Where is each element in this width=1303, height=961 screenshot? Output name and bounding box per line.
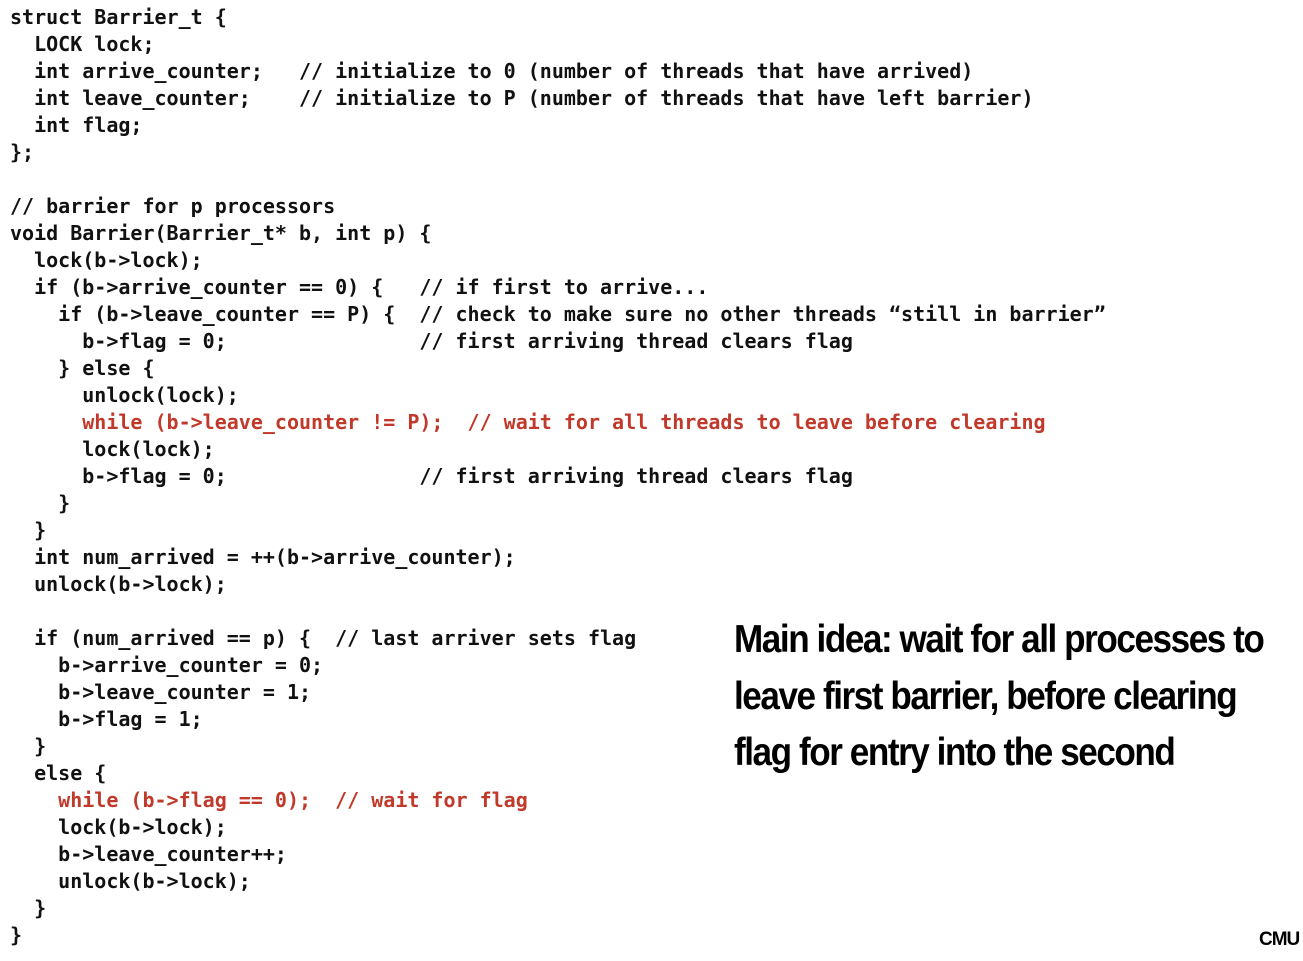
code-line: unlock(b->lock); bbox=[10, 869, 251, 893]
code-line: int leave_counter; // initialize to P (n… bbox=[10, 86, 1034, 110]
code-line: int flag; bbox=[10, 113, 143, 137]
code-line: // barrier for p processors bbox=[10, 194, 336, 218]
code-line: else { bbox=[10, 761, 107, 785]
code-line: if (b->arrive_counter == 0) { // if firs… bbox=[10, 275, 709, 299]
code-line: b->flag = 0; // first arriving thread cl… bbox=[10, 464, 853, 488]
code-line: } bbox=[10, 923, 23, 947]
main-idea-line: Main idea: wait for all processes to bbox=[734, 618, 1265, 661]
code-line: } bbox=[10, 491, 71, 515]
code-line: b->leave_counter++; bbox=[10, 842, 287, 866]
code-line: void Barrier(Barrier_t* b, int p) { bbox=[10, 221, 432, 245]
code-listing: struct Barrier_t { LOCK lock; int arrive… bbox=[10, 4, 1106, 949]
code-line-highlighted: while (b->flag == 0); // wait for flag bbox=[10, 788, 528, 812]
code-line-highlighted: while (b->leave_counter != P); // wait f… bbox=[10, 410, 1046, 434]
main-idea-callout: Main idea: wait for all processes to lea… bbox=[734, 612, 1265, 782]
code-line: int num_arrived = ++(b->arrive_counter); bbox=[10, 545, 516, 569]
main-idea-line: leave first barrier, before clearing bbox=[734, 674, 1238, 718]
code-line: b->flag = 0; // first arriving thread cl… bbox=[10, 329, 853, 353]
code-line: } bbox=[10, 518, 47, 542]
code-line bbox=[10, 166, 1106, 193]
code-line: unlock(b->lock); bbox=[10, 572, 227, 596]
code-line: } bbox=[10, 896, 47, 920]
code-line: }; bbox=[10, 140, 35, 164]
code-line: } bbox=[10, 734, 47, 758]
code-line: } else { bbox=[10, 356, 155, 380]
code-line: unlock(lock); bbox=[10, 383, 239, 407]
code-line: b->leave_counter = 1; bbox=[10, 680, 312, 704]
code-line: struct Barrier_t { bbox=[10, 5, 227, 29]
code-line: if (b->leave_counter == P) { // check to… bbox=[10, 302, 1106, 326]
code-line: if (num_arrived == p) { // last arriver … bbox=[10, 626, 637, 650]
code-line: lock(lock); bbox=[10, 437, 215, 461]
code-line: lock(b->lock); bbox=[10, 815, 227, 839]
code-line: lock(b->lock); bbox=[10, 248, 203, 272]
code-line: b->arrive_counter = 0; bbox=[10, 653, 324, 677]
code-line: LOCK lock; bbox=[10, 32, 155, 56]
main-idea-line: flag for entry into the second bbox=[734, 731, 1176, 774]
code-line: b->flag = 1; bbox=[10, 707, 203, 731]
code-line: int arrive_counter; // initialize to 0 (… bbox=[10, 59, 974, 83]
footer-label: CMU 1 bbox=[1259, 929, 1303, 950]
